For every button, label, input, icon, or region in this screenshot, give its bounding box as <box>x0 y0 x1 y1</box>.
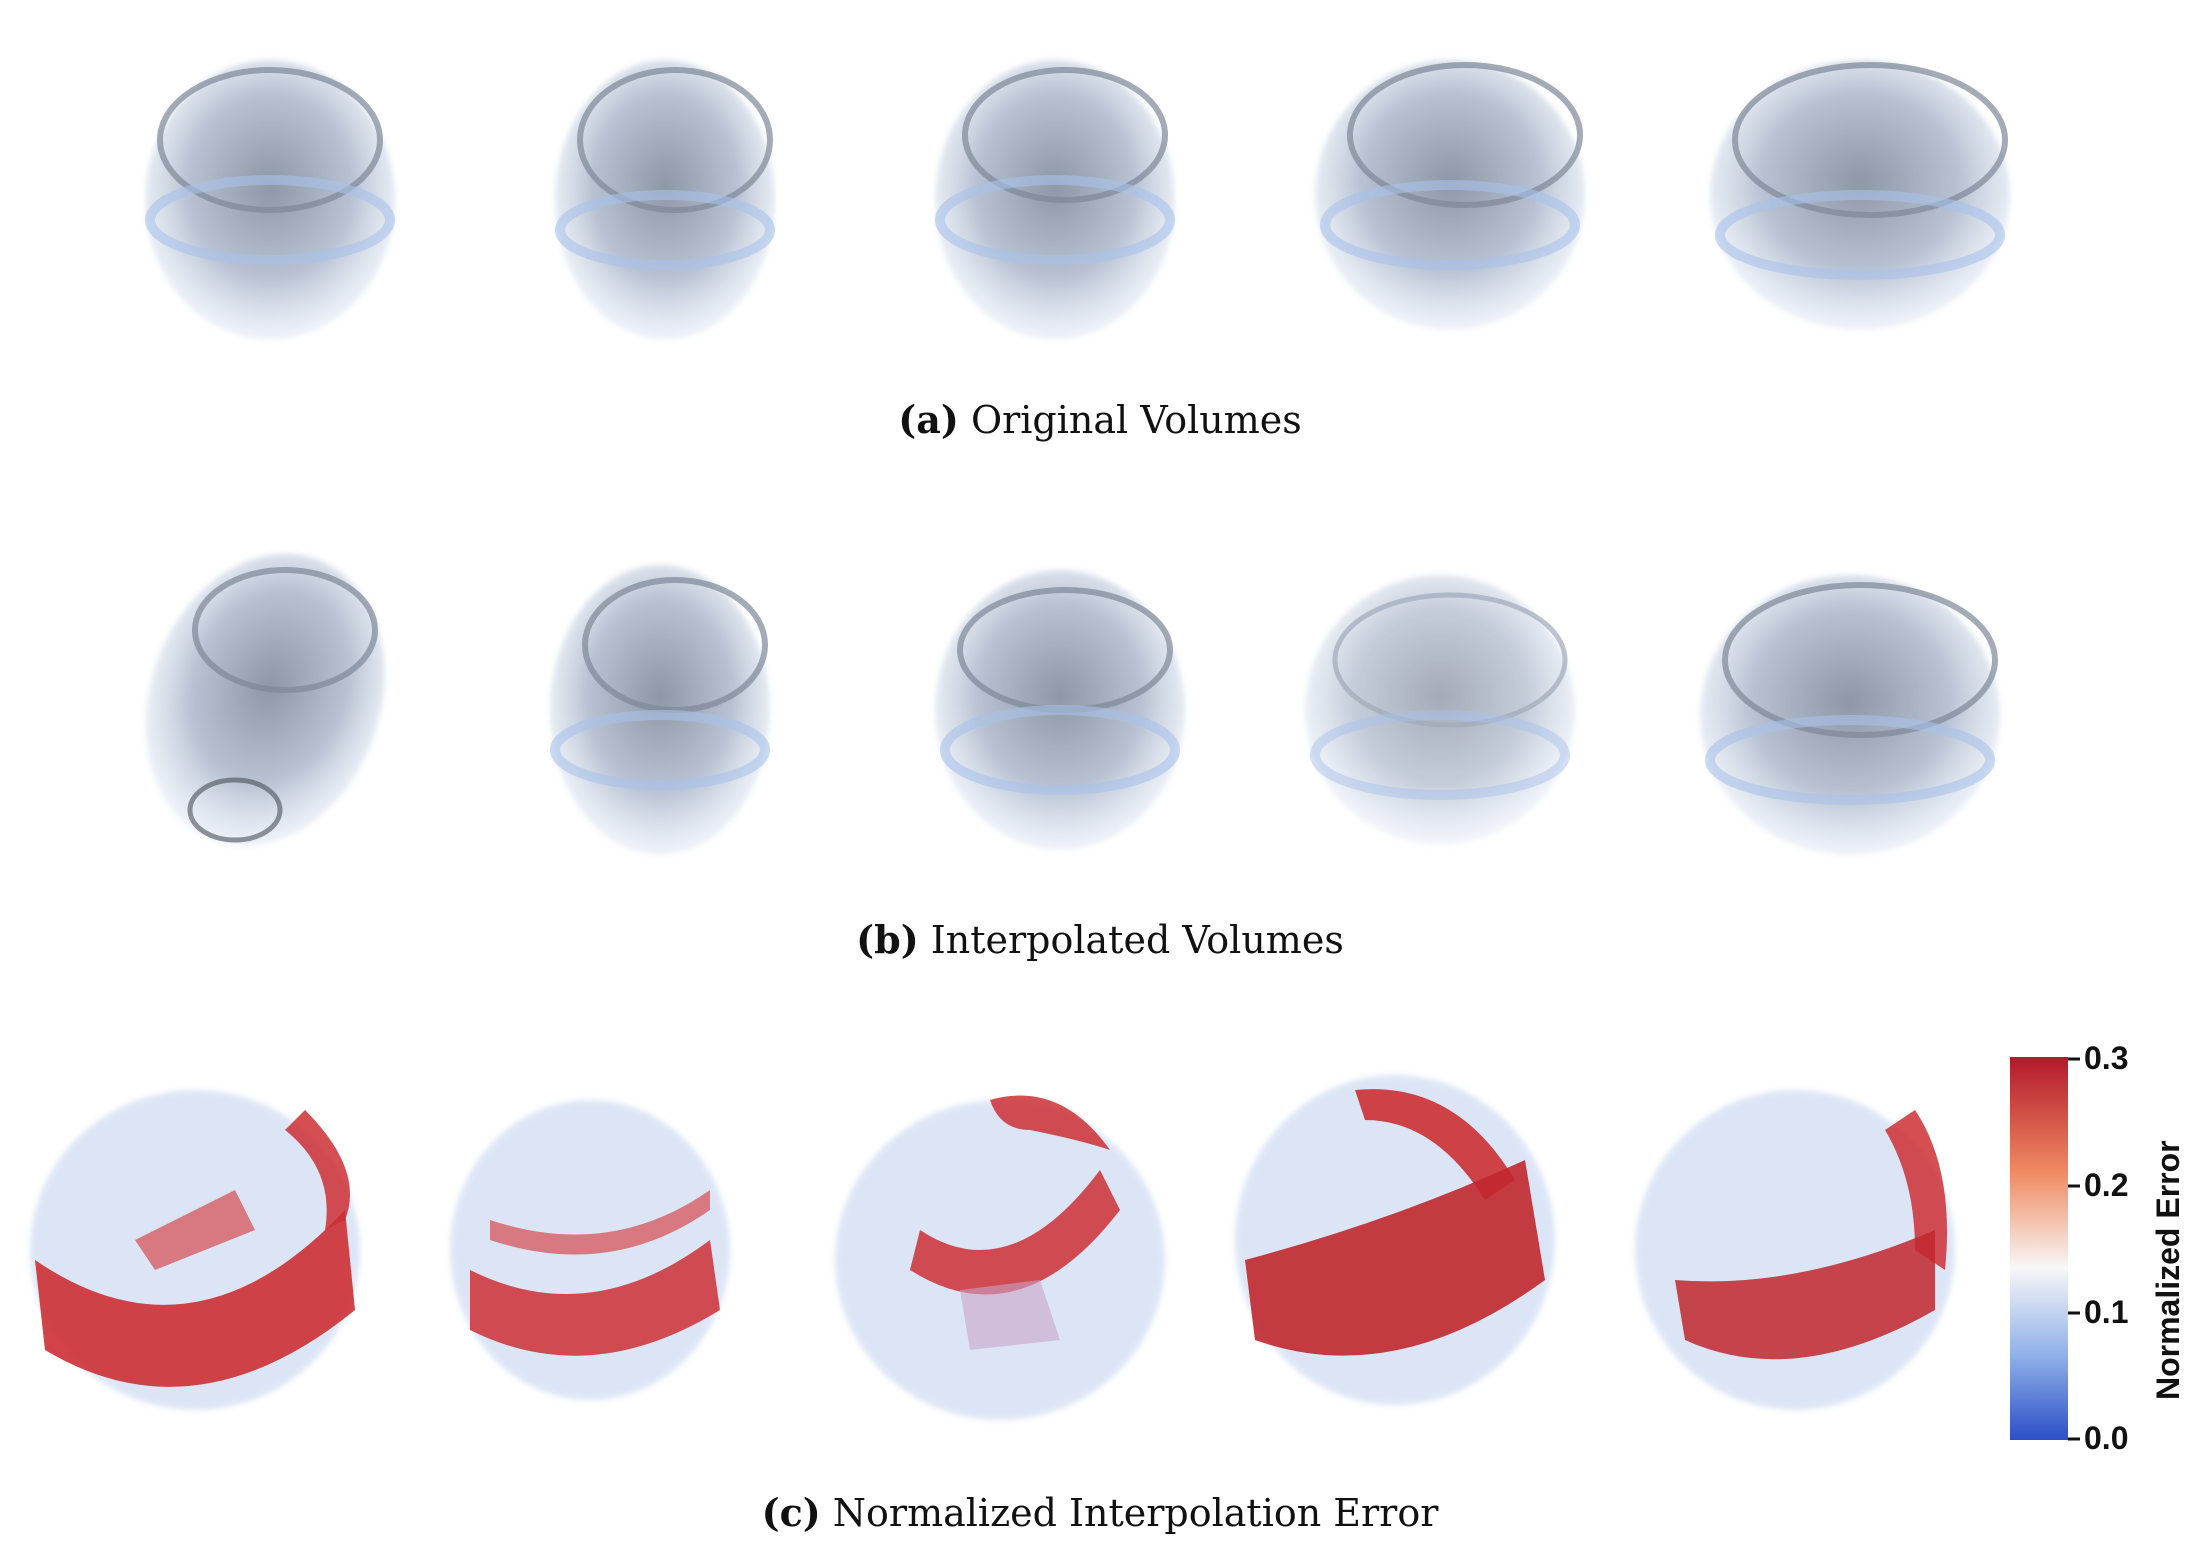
caption-b: (b) Interpolated Volumes <box>0 917 2200 962</box>
colorbar-label-0.3: 0.3 <box>2084 1040 2129 1076</box>
volume-b5 <box>1700 575 2000 855</box>
caption-a: (a) Original Volumes <box>0 397 2200 442</box>
row-b-volumes <box>145 553 2000 855</box>
volume-b2 <box>550 565 770 855</box>
caption-c: (c) Normalized Interpolation Error <box>0 1490 2200 1535</box>
caption-c-label: (c) <box>761 1490 821 1535</box>
volume-a2 <box>555 60 775 340</box>
colorbar-title: Normalized Error <box>2150 1140 2186 1400</box>
caption-a-label: (a) <box>898 397 959 442</box>
error-volume-c4 <box>1235 1075 1555 1405</box>
error-volume-c1 <box>30 1090 360 1410</box>
caption-b-label: (b) <box>856 917 919 962</box>
error-volume-c3 <box>835 1095 1165 1420</box>
colorbar <box>2010 1057 2080 1441</box>
caption-c-text: Normalized Interpolation Error <box>832 1491 1439 1535</box>
row-a-volumes <box>145 60 2010 340</box>
volume-b3 <box>935 570 1185 850</box>
colorbar-label-0.1: 0.1 <box>2084 1294 2129 1330</box>
error-volume-c5 <box>1635 1090 1955 1410</box>
colorbar-label-0.2: 0.2 <box>2084 1167 2129 1203</box>
row-c-error-volumes <box>30 1075 1955 1420</box>
volume-a5 <box>1710 60 2010 330</box>
error-volume-c2 <box>450 1100 730 1400</box>
volume-b4 <box>1305 575 1575 845</box>
volume-b1 <box>145 553 385 847</box>
caption-b-text: Interpolated Volumes <box>930 918 1344 962</box>
caption-a-text: Original Volumes <box>970 398 1302 442</box>
volume-a3 <box>935 60 1175 340</box>
colorbar-label-0.0: 0.0 <box>2084 1420 2129 1456</box>
volume-a1 <box>145 60 395 340</box>
volume-a4 <box>1315 60 1585 330</box>
colorbar-gradient <box>2010 1057 2068 1440</box>
